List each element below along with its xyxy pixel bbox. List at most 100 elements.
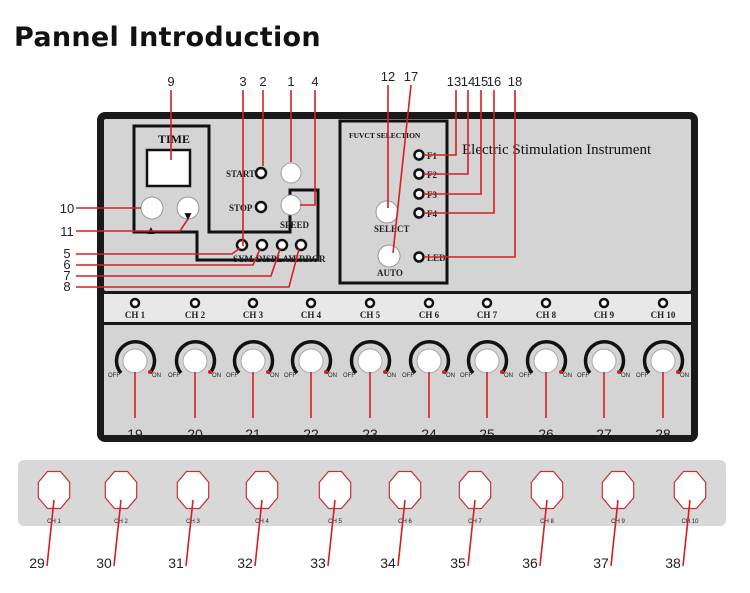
time-up-button[interactable] — [140, 196, 164, 220]
callout-13: 13 — [447, 74, 461, 89]
callout-line-socket-5 — [327, 499, 336, 567]
output-socket-4[interactable] — [245, 470, 279, 510]
knob-on-label-3: ON — [270, 373, 279, 379]
display-label: DISPLAY — [256, 254, 295, 264]
channel-label-7: CH 7 — [477, 310, 498, 320]
knob-on-marker-5 — [383, 370, 387, 374]
callout-14: 14 — [461, 74, 475, 89]
callout-knob-2: 20 — [187, 426, 203, 442]
knob-scale-5 — [349, 339, 392, 375]
output-socket-6[interactable] — [388, 470, 422, 510]
callout-socket-1: 29 — [29, 555, 45, 571]
knob-scale-8 — [525, 339, 568, 375]
knob-off-label-4: OFF — [284, 373, 296, 379]
time-display — [145, 148, 192, 188]
knob-off-label-3: OFF — [226, 373, 238, 379]
callout-7: 7 — [63, 268, 70, 283]
socket-label-7: CH 7 — [468, 519, 482, 525]
knob-on-marker-10 — [676, 370, 680, 374]
callout-knob-3: 21 — [245, 426, 261, 442]
callout-line-11 — [76, 218, 189, 232]
knob-scale-2 — [174, 339, 217, 375]
channel-label-5: CH 5 — [360, 310, 381, 320]
callout-1: 1 — [287, 74, 294, 89]
knob-off-label-10: OFF — [636, 373, 648, 379]
channel-label-3: CH 3 — [243, 310, 264, 320]
intensity-knob-3[interactable] — [240, 348, 266, 374]
intensity-knob-8[interactable] — [533, 348, 559, 374]
callout-line-socket-8 — [539, 499, 548, 567]
output-socket-2[interactable] — [104, 470, 138, 510]
time-label: TIME — [158, 132, 190, 146]
callout-socket-7: 35 — [450, 555, 466, 571]
knob-off-label-2: OFF — [168, 373, 180, 379]
callout-socket-5: 33 — [310, 555, 326, 571]
knob-on-marker-1 — [148, 370, 152, 374]
f2-label: F2 — [427, 170, 437, 180]
intensity-knob-10[interactable] — [650, 348, 676, 374]
output-socket-1[interactable] — [37, 470, 71, 510]
socket-label-8: CH 8 — [540, 519, 554, 525]
time-region-outline — [132, 124, 320, 262]
callout-line-4 — [300, 90, 316, 206]
start-stop-button[interactable] — [280, 162, 302, 184]
callout-line-17 — [392, 84, 412, 254]
speed-button[interactable] — [280, 194, 302, 216]
led-label: LED — [427, 253, 446, 263]
channel-label-2: CH 2 — [185, 310, 206, 320]
callout-knob-8: 26 — [538, 426, 554, 442]
callout-12: 12 — [381, 69, 395, 84]
callout-line-socket-4 — [254, 499, 263, 567]
error-led-a — [275, 238, 289, 252]
callout-knob-1: 19 — [127, 426, 143, 442]
channel-led-4 — [305, 297, 317, 309]
socket-label-10: CH 10 — [681, 519, 699, 525]
output-socket-9[interactable] — [601, 470, 635, 510]
callout-line-6 — [76, 248, 261, 266]
output-socket-8[interactable] — [530, 470, 564, 510]
output-socket-5[interactable] — [318, 470, 352, 510]
intensity-knob-1[interactable] — [122, 348, 148, 374]
channel-label-6: CH 6 — [419, 310, 440, 320]
select-button[interactable] — [375, 200, 399, 224]
channel-label-1: CH 1 — [125, 310, 146, 320]
socket-label-2: CH 2 — [114, 519, 128, 525]
callout-knob-4: 22 — [303, 426, 319, 442]
output-socket-3[interactable] — [176, 470, 210, 510]
callout-line-socket-7 — [467, 499, 476, 567]
auto-button[interactable] — [377, 244, 401, 268]
sym-label: SYM — [233, 254, 254, 264]
knob-off-label-5: OFF — [343, 373, 355, 379]
intensity-knob-6[interactable] — [416, 348, 442, 374]
channel-led-10 — [657, 297, 669, 309]
output-socket-7[interactable] — [458, 470, 492, 510]
knob-on-label-9: ON — [621, 373, 630, 379]
callout-socket-6: 34 — [380, 555, 396, 571]
channel-led-1 — [129, 297, 141, 309]
function-selection-box — [338, 119, 449, 285]
channel-label-4: CH 4 — [301, 310, 322, 320]
callout-knob-5: 23 — [362, 426, 378, 442]
function-selection-label: FUVCT SELECTION — [349, 131, 421, 140]
intensity-knob-4[interactable] — [298, 348, 324, 374]
knob-scale-1 — [114, 339, 157, 375]
start-label: START — [226, 169, 255, 179]
intensity-knob-9[interactable] — [591, 348, 617, 374]
callout-4: 4 — [311, 74, 318, 89]
output-socket-10[interactable] — [673, 470, 707, 510]
channel-strip — [104, 294, 691, 322]
channel-led-5 — [364, 297, 376, 309]
display-led — [255, 238, 269, 252]
knob-scale-10 — [642, 339, 685, 375]
intensity-knob-5[interactable] — [357, 348, 383, 374]
knob-on-label-8: ON — [563, 373, 572, 379]
intensity-knob-7[interactable] — [474, 348, 500, 374]
callout-line-14 — [424, 90, 469, 175]
intensity-knob-2[interactable] — [182, 348, 208, 374]
callout-line-socket-9 — [610, 499, 619, 567]
callout-line-5 — [76, 247, 241, 255]
callout-15: 15 — [474, 74, 488, 89]
channel-led-9 — [598, 297, 610, 309]
callout-6: 6 — [63, 257, 70, 272]
